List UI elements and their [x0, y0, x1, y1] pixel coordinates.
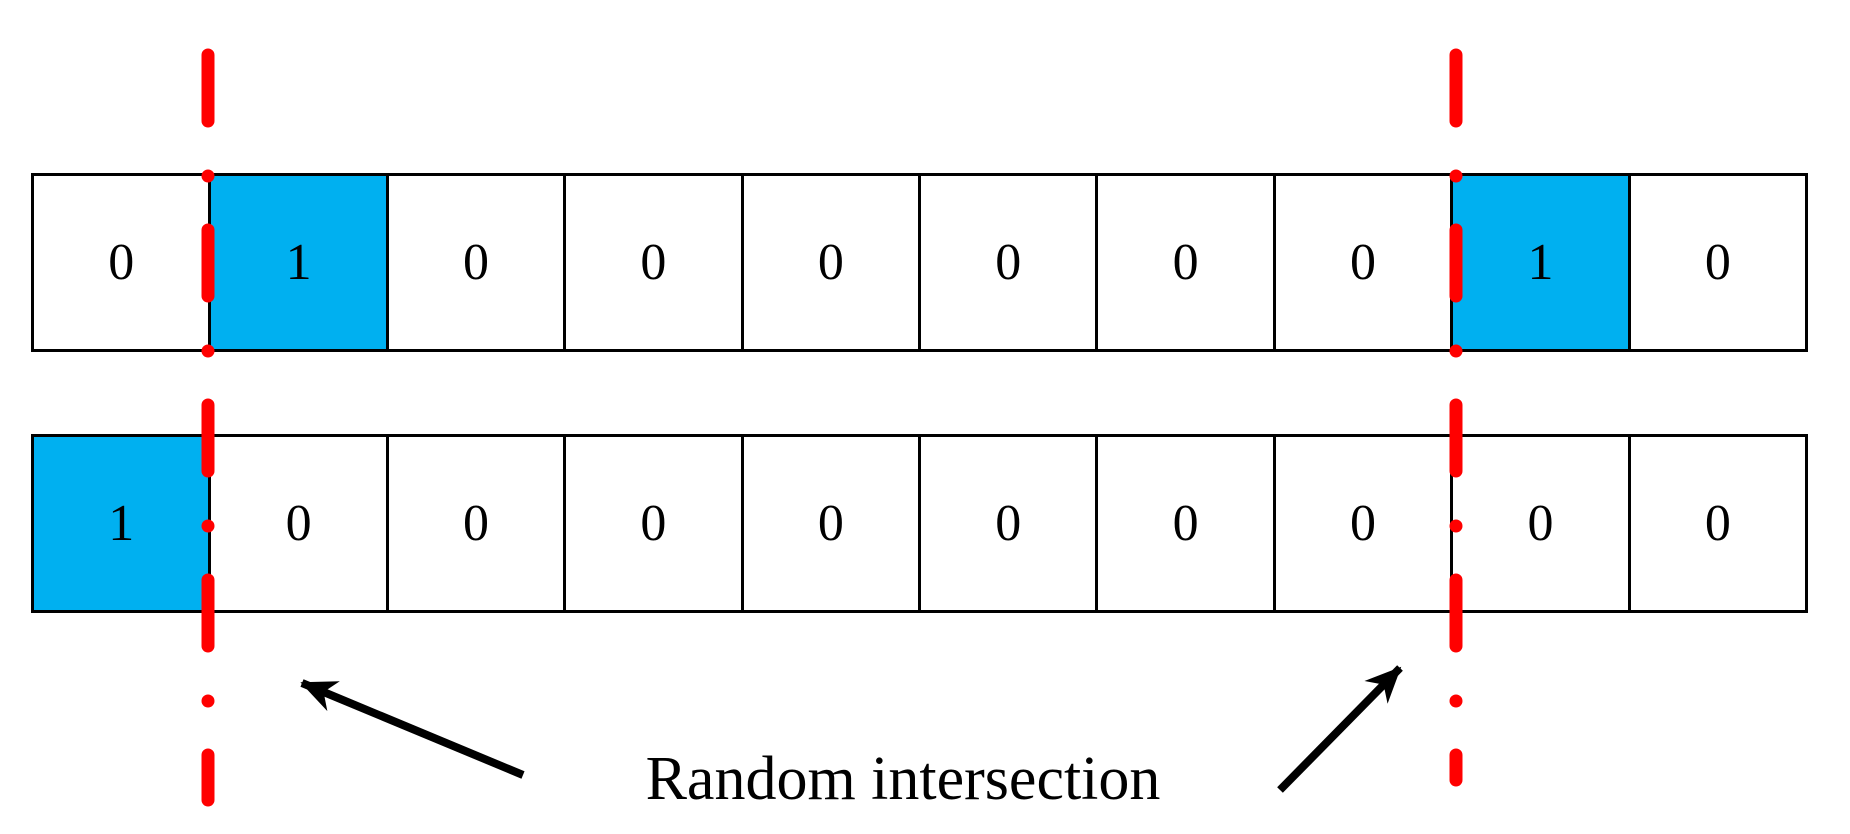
gene-cell: 0: [1275, 173, 1454, 352]
gene-cell: 0: [1275, 434, 1454, 613]
gene-cell: 0: [31, 173, 212, 352]
gene-cell: 0: [566, 434, 744, 613]
gene-cell: 0: [388, 434, 567, 613]
gene-cell: 0: [1630, 173, 1809, 352]
gene-cell: 1: [31, 434, 212, 613]
gene-cell: 0: [743, 434, 922, 613]
gene-cell: 0: [1630, 434, 1809, 613]
gene-cell: 1: [1453, 173, 1631, 352]
arrow-right-icon: [1277, 665, 1403, 793]
random-intersection-label: Random intersection: [645, 745, 1161, 813]
gene-cell: 0: [921, 434, 1099, 613]
gene-cell: 0: [743, 173, 922, 352]
gene-cell: 0: [1098, 434, 1276, 613]
gene-cell: 0: [566, 173, 744, 352]
gene-cell: 0: [1098, 173, 1276, 352]
gene-cell: 0: [921, 173, 1099, 352]
gene-cell: 0: [388, 173, 567, 352]
gene-cell: 0: [1453, 434, 1631, 613]
arrow-left-icon: [300, 679, 525, 779]
gene-cell: 0: [211, 434, 389, 613]
gene-cell: 1: [211, 173, 389, 352]
